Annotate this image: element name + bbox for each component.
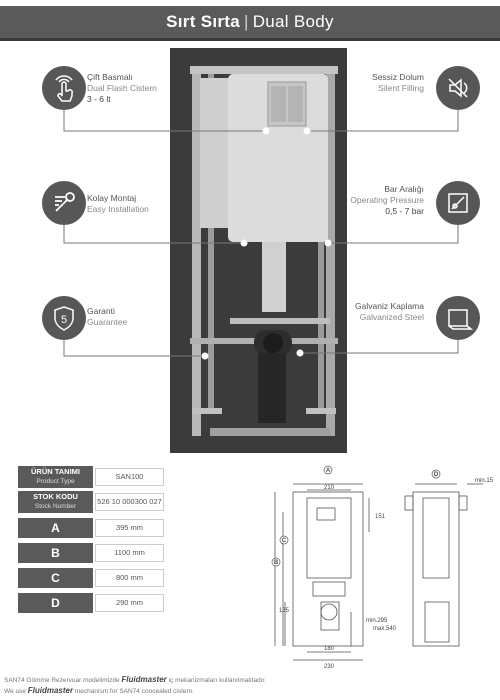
feature-easy-install-tr: Kolay Montaj [87, 193, 137, 203]
wrench-icon [42, 181, 86, 225]
footnote-tr-before: SAN74 Gömme Rezervuar modelimizde [4, 677, 120, 684]
dim-value-a: 395 mm [95, 519, 164, 537]
feature-easy-install: Kolay Montaj Easy Installation [87, 193, 149, 215]
dim-value-b: 1100 mm [95, 544, 164, 562]
marker-d: D [434, 472, 439, 478]
product-type-tr: ÜRÜN TANIMI [30, 467, 81, 476]
product-type-en: Product Type [36, 478, 75, 485]
product-type-label: ÜRÜN TANIMI Product Type [18, 466, 93, 488]
footnote-en: We use Fluidmaster mechanism for SAN74 c… [4, 686, 194, 695]
product-type-value: SAN100 [95, 468, 164, 486]
hand-press-icon [42, 66, 86, 110]
mute-speaker-icon [436, 66, 480, 110]
feature-dual-flush: Çift Basmalı Dual Flash Cistern 3 - 6 lt [87, 72, 157, 105]
feature-guarantee: Garanti Guarantee [87, 306, 127, 328]
footnote-tr: SAN74 Gömme Rezervuar modelimizde Fluidm… [4, 675, 266, 684]
feature-guarantee-en: Guarantee [87, 317, 128, 327]
header-banner: Sırt Sırta|Dual Body [0, 6, 500, 41]
shield-5-icon: 5 [42, 296, 86, 340]
footnote-en-before: We use [4, 688, 26, 695]
feature-galvanized-en: Galvanized Steel [359, 312, 424, 322]
footnote-tr-after: iç mekanizmaları kullanılmaktadır. [168, 677, 267, 684]
feature-galvanized-tr: Galvaniz Kaplama [355, 301, 424, 311]
steel-plate-icon [436, 296, 480, 340]
dim-label-b: B [18, 543, 93, 563]
pressure-gauge-icon [436, 181, 480, 225]
technical-drawing: A B C D 210 151 135 180 230 min.295 max.… [271, 465, 494, 670]
feature-pressure-tr: Bar Aralığı [384, 184, 424, 194]
fluidmaster-brand-2: Fluidmaster [27, 686, 74, 695]
feature-guarantee-tr: Garanti [87, 306, 115, 316]
feature-pressure-en: Operating Pressure [350, 195, 424, 205]
dim-230: 230 [324, 664, 335, 670]
title-en: Dual Body [252, 12, 334, 31]
feature-galvanized: Galvaniz Kaplama Galvanized Steel [355, 301, 424, 323]
title-tr: Sırt Sırta [166, 12, 240, 31]
dim-value-c: 800 mm [95, 569, 164, 587]
stock-number-en: Stock Number [34, 503, 77, 510]
feature-silent-filling-tr: Sessiz Dolum [372, 72, 424, 82]
stock-number-tr: STOK KODU [33, 492, 78, 501]
feature-pressure-value: 0,5 - 7 bar [385, 206, 424, 216]
dim-label-d: D [18, 593, 93, 613]
svg-text:5: 5 [61, 314, 67, 326]
callout-lines [63, 110, 459, 360]
feature-dual-flush-en: Dual Flash Cistern [87, 83, 157, 93]
stock-number-label: STOK KODU Stock Number [18, 491, 93, 513]
marker-a: A [326, 468, 331, 474]
feature-silent-filling-en: Silent Filling [378, 83, 424, 93]
feature-dual-flush-value: 3 - 6 lt [87, 94, 111, 104]
product-photo [170, 48, 347, 453]
feature-silent-filling: Sessiz Dolum Silent Filling [372, 72, 424, 94]
feature-easy-install-en: Easy Installation [87, 204, 149, 214]
dim-max540: max.540 [373, 626, 397, 632]
feature-dual-flush-tr: Çift Basmalı [87, 72, 133, 82]
stock-number-value: 526 10 000300 027 [95, 493, 164, 511]
dim-min15: min.15 [475, 478, 494, 484]
dim-label-c: C [18, 568, 93, 588]
dim-label-a: A [18, 518, 93, 538]
page-title: Sırt Sırta|Dual Body [0, 12, 500, 32]
dim-min295: min.295 [366, 618, 388, 624]
marker-c: C [282, 538, 287, 544]
dim-210: 210 [324, 485, 335, 491]
dim-135: 135 [279, 608, 290, 614]
fluidmaster-brand: Fluidmaster [121, 675, 167, 684]
marker-b: B [274, 560, 279, 566]
dim-180: 180 [324, 646, 335, 652]
feature-operating-pressure: Bar Aralığı Operating Pressure 0,5 - 7 b… [350, 184, 424, 217]
dim-151: 151 [375, 514, 386, 520]
footnote-en-after: mechanism for SAN74 concealed cistern. [74, 688, 195, 695]
title-separator: | [244, 12, 249, 31]
dim-value-d: 290 mm [95, 594, 164, 612]
